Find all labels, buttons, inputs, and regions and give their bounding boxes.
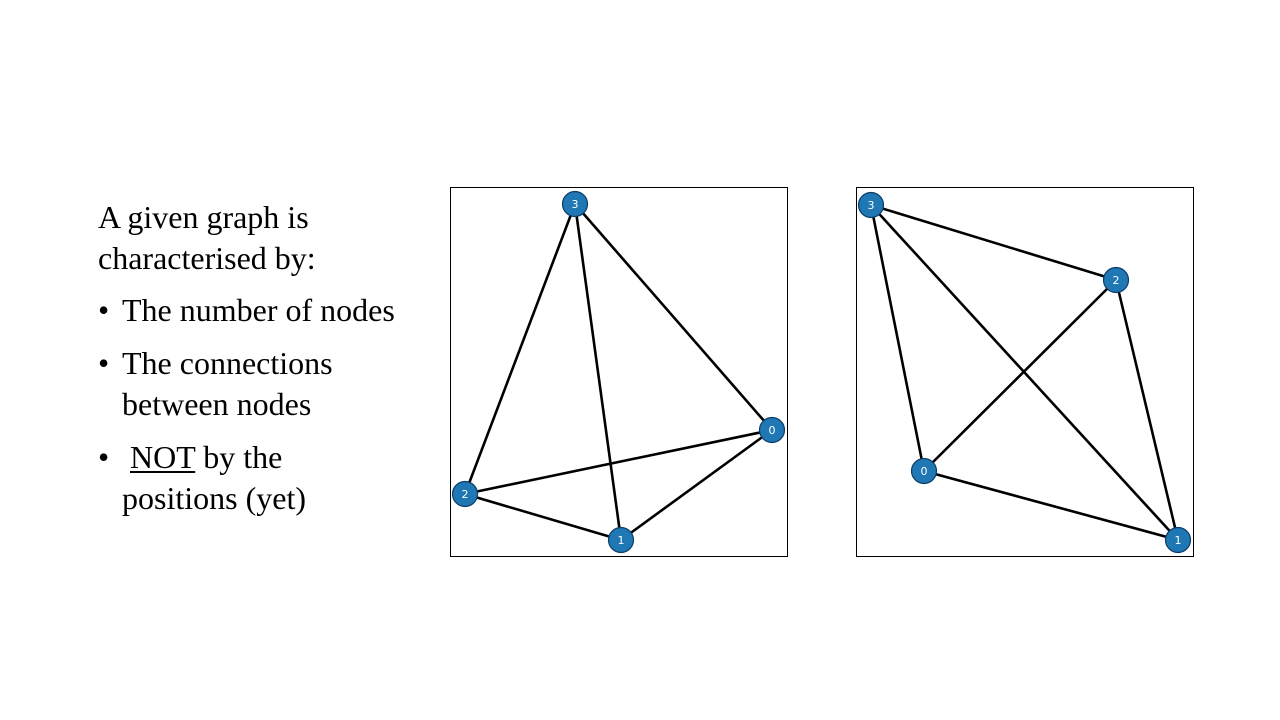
graph-node-label-0: 0 [769,424,776,437]
graph-node-2 [1102,266,1130,294]
bullet-text-line-1: NOT by the [122,437,448,478]
slide-text-block: A given graph is characterised by: • The… [98,197,448,531]
graph-node-3 [561,190,589,218]
graph-frame [450,187,788,557]
graph-edge-3-2 [463,202,577,496]
graph-panel-left: 0 1 2 3 [450,187,788,557]
graph-edge-3-1 [573,202,623,542]
graph-node-3 [857,191,885,219]
bullet-item-positions: • NOT by the positions (yet) [98,437,448,519]
bullet-text-line-2: positions (yet) [122,480,306,516]
graph-node-label-1: 1 [1175,534,1182,547]
graph-node-0 [910,457,938,485]
graph-edge-3-0 [573,202,774,432]
graph-edge-3-2 [869,203,1118,282]
bullet-item-connections: • The connections between nodes [98,343,448,425]
graph-edge-3-0 [869,203,926,473]
graph-edge-2-1 [1114,278,1180,542]
bullet-text-line-2: between nodes [122,386,312,422]
graph-drawing-left: 0 1 2 3 [450,187,788,557]
graph-node-0 [758,416,786,444]
graph-node-label-1: 1 [618,534,625,547]
graph-edge-1-0 [619,428,774,542]
graph-frame [856,187,1194,557]
bullet-text-rest: by the [195,439,283,475]
graph-edge-2-0 [922,278,1118,473]
graph-edge-2-0 [463,428,774,496]
bullet-marker: • [98,345,110,381]
graph-panel-right: 0 1 2 3 [856,187,1194,557]
bullet-marker: • [98,439,110,475]
graph-node-2 [451,480,479,508]
graph-edge-0-1 [922,469,1180,542]
bullet-item-node-count: • The number of nodes [98,290,448,331]
intro-line-1: A given graph is [98,199,309,235]
underlined-word: NOT [130,439,196,475]
graph-node-label-0: 0 [921,465,928,478]
graph-node-label-3: 3 [868,199,875,212]
intro-text: A given graph is characterised by: [98,197,448,279]
graph-node-1 [607,526,635,554]
graph-node-label-2: 2 [1113,274,1120,287]
bullet-list: • The number of nodes • The connections … [98,290,448,519]
graph-node-label-2: 2 [462,488,469,501]
graph-node-1 [1164,526,1192,554]
intro-line-2: characterised by: [98,240,316,276]
graph-node-label-3: 3 [572,198,579,211]
bullet-text-line-1: The connections [122,345,333,381]
graph-edge-2-1 [463,492,623,542]
graph-drawing-right: 0 1 2 3 [856,187,1194,557]
bullet-marker: • [98,292,110,328]
bullet-text: The number of nodes [122,292,395,328]
